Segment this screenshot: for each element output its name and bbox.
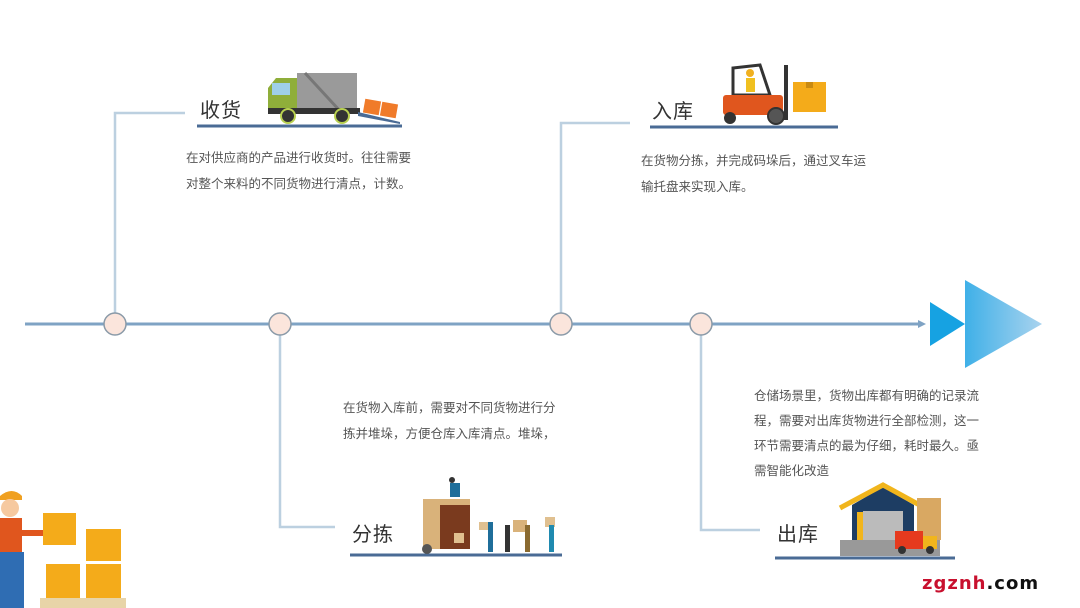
- sorting-workers-icon: [422, 477, 555, 554]
- watermark: zgznh.com: [922, 573, 1039, 594]
- step-desc-ruku: 在货物分拣，并完成码垛后，通过叉车运 输托盘来实现入库。: [641, 148, 866, 200]
- desc-line: 在货物分拣，并完成码垛后，通过叉车运: [641, 153, 867, 168]
- desc-line: 在对供应商的产品进行收货时。往往需要: [186, 150, 412, 165]
- truck-icon: [268, 71, 400, 124]
- arrow-small-icon: [930, 302, 965, 346]
- timeline-node-fenjian: [268, 312, 292, 336]
- timeline-node-ruku: [549, 312, 573, 336]
- desc-line: 环节需要清点的最为仔细，耗时最久。亟: [754, 438, 980, 453]
- desc-line: 输托盘来实现入库。: [641, 179, 754, 194]
- watermark-part1: zgznh: [922, 573, 987, 594]
- step-desc-chuku: 仓储场景里，货物出库都有明确的记录流 程，需要对出库货物进行全部检测，这一 环节…: [754, 383, 979, 483]
- step-desc-fenjian: 在货物入库前，需要对不同货物进行分 拣并堆垛，方便仓库入库清点。堆垛，: [343, 395, 556, 447]
- step-title-shouhuo: 收货: [200, 98, 242, 122]
- connectors: [113, 111, 760, 532]
- connector-ruku: [559, 121, 630, 324]
- step-title-fenjian: 分拣: [352, 522, 394, 546]
- timeline-node-shouhuo: [103, 312, 127, 336]
- desc-line: 拣并堆垛，方便仓库入库清点。堆垛，: [343, 426, 556, 441]
- desc-line: 对整个来料的不同货物进行清点，计数。: [186, 176, 412, 191]
- step-title-chuku: 出库: [777, 522, 819, 546]
- desc-line: 程，需要对出库货物进行全部检测，这一: [754, 413, 980, 428]
- watermark-part2: .com: [986, 573, 1040, 594]
- timeline-node-chuku: [689, 312, 713, 336]
- connector-fenjian: [278, 324, 335, 529]
- step-desc-shouhuo: 在对供应商的产品进行收货时。往往需要 对整个来料的不同货物进行清点，计数。: [186, 145, 411, 197]
- connector-shouhuo: [113, 111, 185, 324]
- desc-line: 需智能化改造: [754, 463, 830, 478]
- timeline-arrowhead: [918, 320, 926, 328]
- arrow-large-icon: [965, 280, 1042, 368]
- worker-with-boxes-icon: [0, 491, 126, 608]
- warehouse-icon: [838, 482, 941, 556]
- desc-line: 在货物入库前，需要对不同货物进行分: [343, 400, 556, 415]
- forklift-icon: [723, 63, 826, 125]
- step-title-ruku: 入库: [652, 99, 694, 123]
- connector-chuku: [699, 324, 760, 532]
- desc-line: 仓储场景里，货物出库都有明确的记录流: [754, 388, 980, 403]
